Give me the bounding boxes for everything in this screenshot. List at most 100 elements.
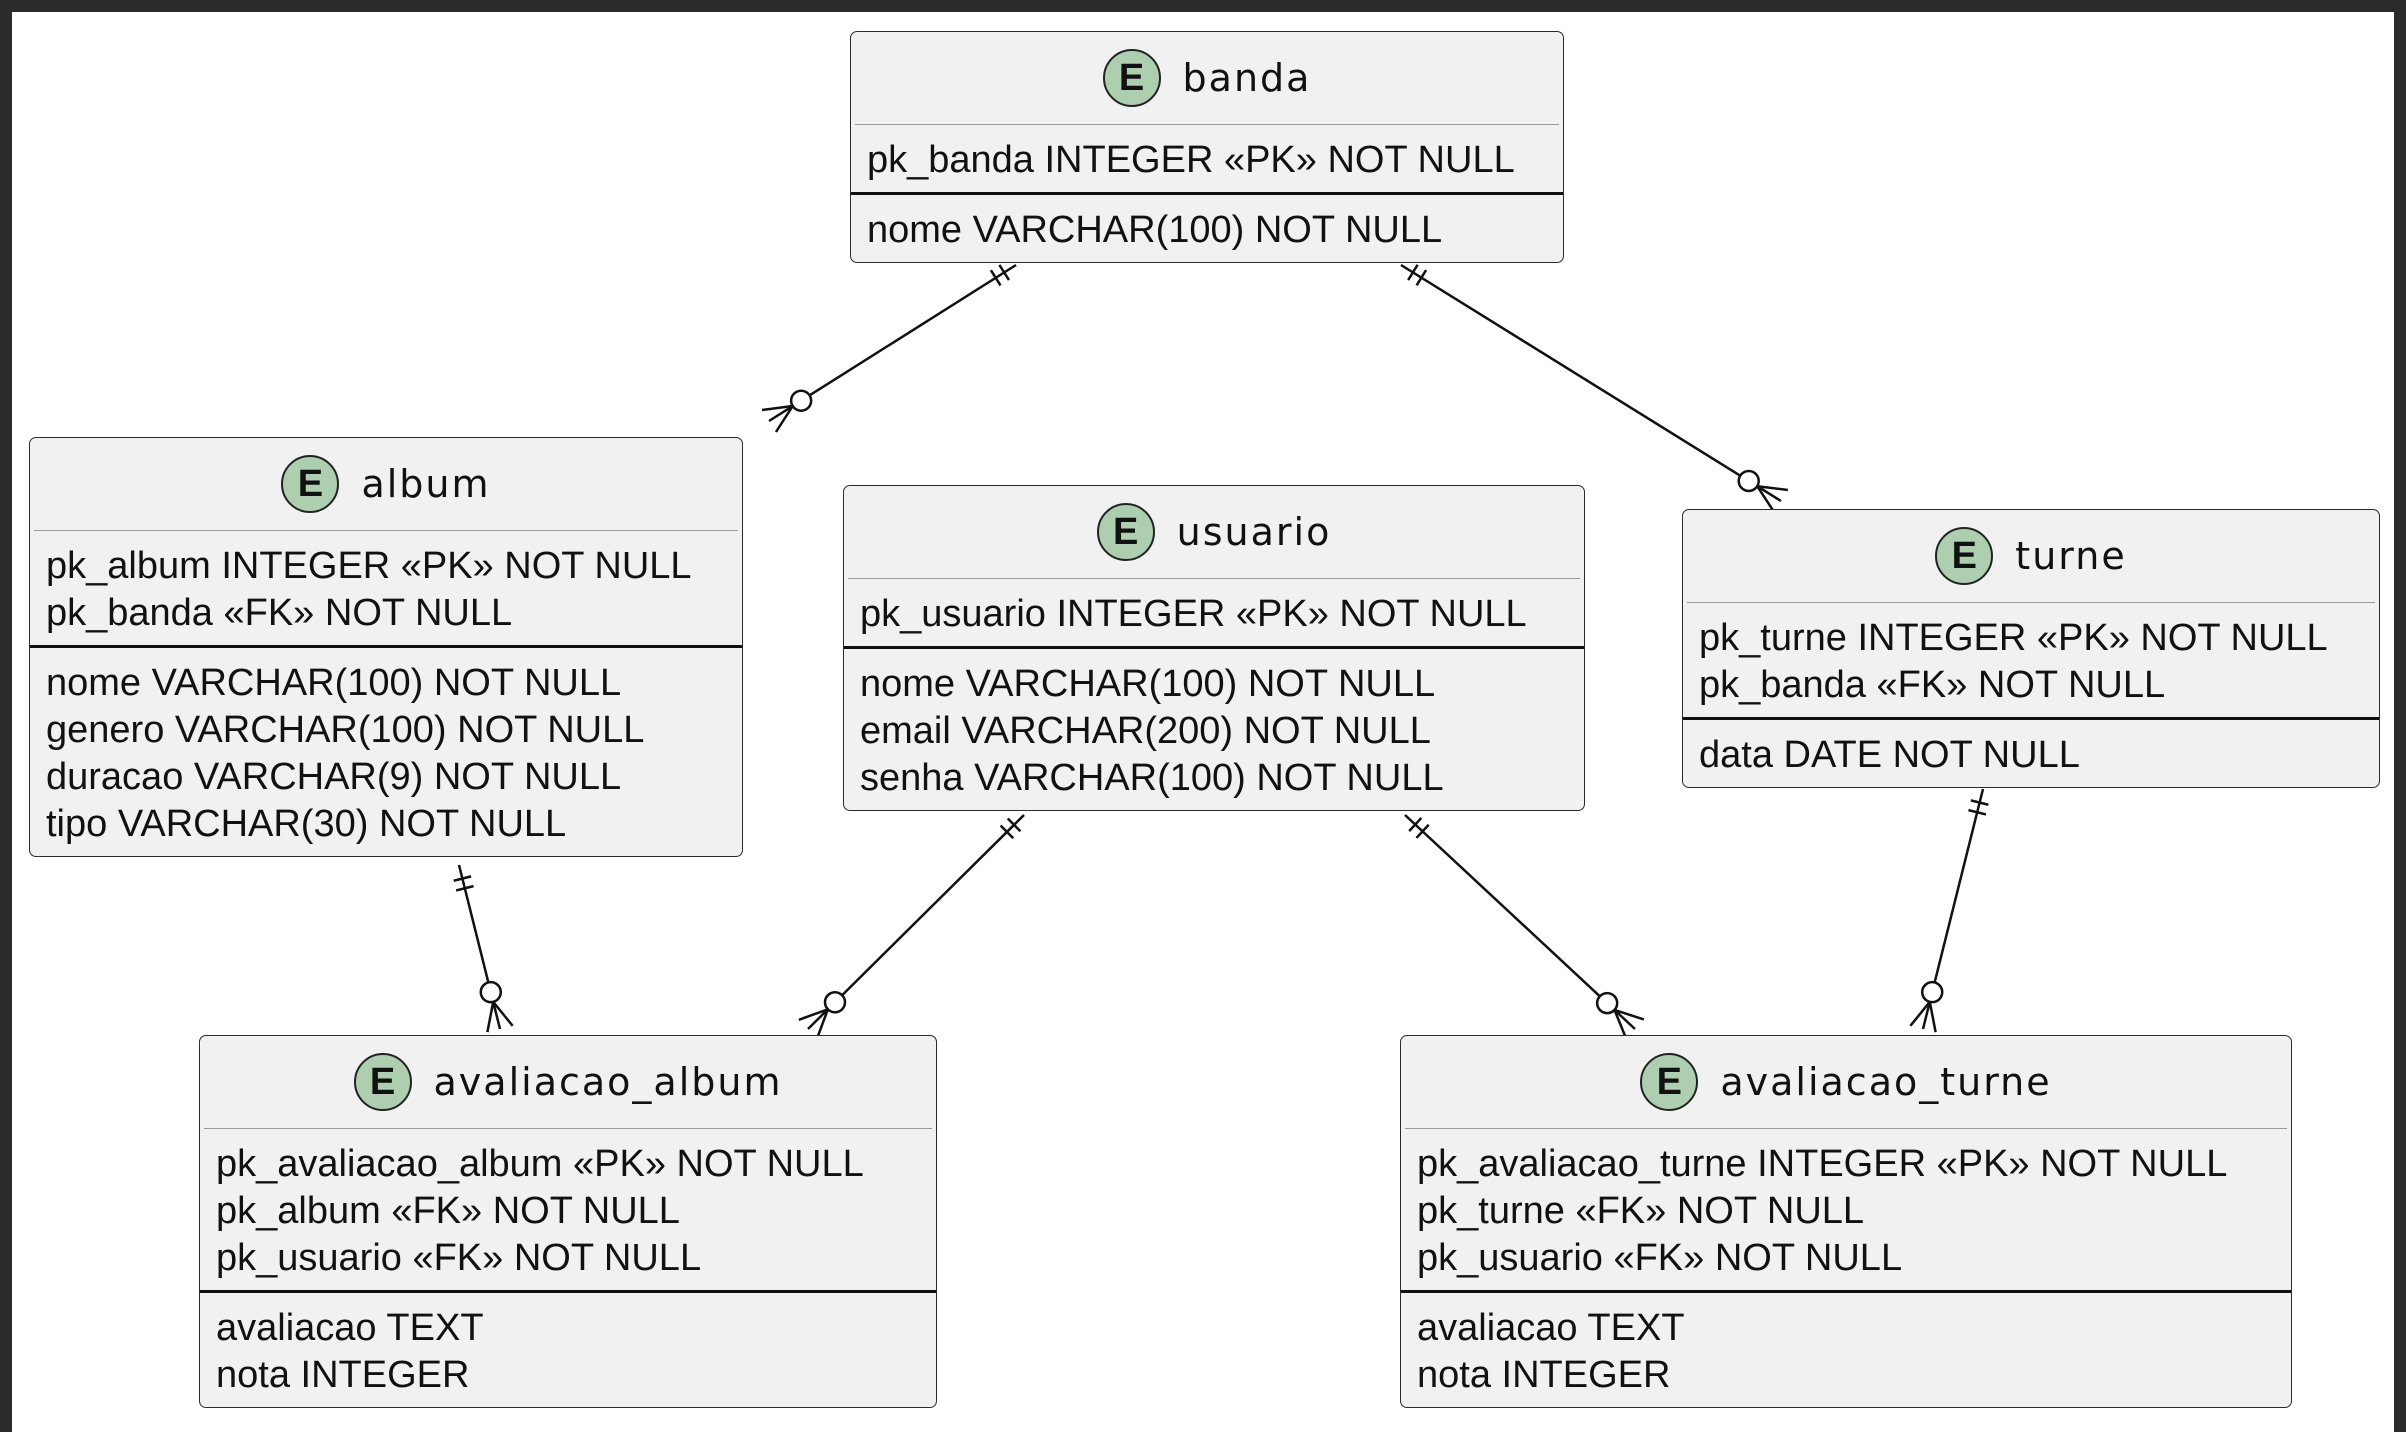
key-section: pk_album INTEGER «PK» NOT NULL pk_banda …: [34, 530, 738, 645]
cardinality-one-bar: [1968, 808, 1987, 816]
key-row: pk_usuario «FK» NOT NULL: [1417, 1237, 1903, 1279]
entity-header: E turne: [1683, 510, 2379, 602]
attribute-row: data DATE NOT NULL: [1699, 734, 2080, 776]
cardinality-many-prong: [1756, 485, 1776, 513]
attribute-row: genero VARCHAR(100) NOT NULL: [46, 709, 645, 751]
attribute-section: data DATE NOT NULL: [1683, 717, 2379, 787]
key-row: pk_usuario INTEGER «PK» NOT NULL: [860, 593, 1527, 635]
cardinality-one-bar: [453, 875, 472, 882]
key-row: pk_banda «FK» NOT NULL: [46, 592, 513, 634]
cardinality-one-bar: [998, 264, 1011, 281]
cardinality-one-bar: [1408, 817, 1423, 832]
entity-album[interactable]: E album pk_album INTEGER «PK» NOT NULL p…: [29, 437, 743, 857]
cardinality-many-stem: [1613, 1009, 1636, 1030]
cardinality-many-prong: [815, 1008, 830, 1039]
entity-icon: E: [353, 1053, 412, 1111]
entity-header: E album: [30, 438, 742, 530]
cardinality-one-bar: [1415, 269, 1428, 286]
key-section: pk_avaliacao_album «PK» NOT NULL pk_albu…: [204, 1128, 932, 1290]
cardinality-one-bar: [999, 824, 1015, 840]
attribute-section: avaliacao TEXT nota INTEGER: [1401, 1290, 2291, 1407]
attribute-row: email VARCHAR(200) NOT NULL: [860, 710, 1431, 752]
attribute-row: avaliacao TEXT: [1417, 1307, 1685, 1349]
entity-icon: E: [281, 455, 340, 513]
attribute-row: tipo VARCHAR(30) NOT NULL: [46, 803, 567, 845]
key-row: pk_banda INTEGER «PK» NOT NULL: [867, 139, 1515, 181]
key-row: pk_turne «FK» NOT NULL: [1417, 1190, 1865, 1232]
entity-title: avaliacao_turne: [1720, 1060, 2052, 1104]
attribute-row: avaliacao TEXT: [216, 1307, 484, 1349]
cardinality-one-bar: [1415, 823, 1430, 839]
entity-avaliacao-album[interactable]: E avaliacao_album pk_avaliacao_album «PK…: [199, 1035, 937, 1408]
key-row: pk_banda «FK» NOT NULL: [1699, 664, 2166, 706]
entity-banda[interactable]: E banda pk_banda INTEGER «PK» NOT NULL n…: [850, 31, 1564, 263]
cardinality-zero-circle: [1595, 991, 1619, 1015]
cardinality-many-stem: [768, 404, 794, 423]
cardinality-many-prong: [486, 1001, 495, 1033]
cardinality-one-bar: [1970, 799, 1989, 806]
entity-title: avaliacao_album: [433, 1060, 783, 1104]
entity-icon: E: [1640, 1053, 1699, 1111]
entity-icon: E: [1935, 527, 1994, 585]
key-section: pk_avaliacao_turne INTEGER «PK» NOT NULL…: [1405, 1128, 2287, 1290]
attribute-section: nome VARCHAR(100) NOT NULL: [851, 192, 1563, 262]
cardinality-one-bar: [989, 269, 1002, 287]
attribute-section: avaliacao TEXT nota INTEGER: [200, 1290, 936, 1407]
relationship-usuario-avaliacao_turne: [1404, 814, 1645, 1039]
cardinality-many-prong: [774, 405, 794, 433]
entity-title: album: [361, 462, 491, 506]
cardinality-many-stem: [1921, 1001, 1932, 1030]
cardinality-many-prong: [1613, 1009, 1628, 1039]
attribute-row: nota INTEGER: [1417, 1354, 1671, 1396]
entity-icon: E: [1096, 503, 1155, 561]
key-row: pk_usuario «FK» NOT NULL: [216, 1237, 702, 1279]
relationship-line: [841, 814, 1025, 997]
key-section: pk_banda INTEGER «PK» NOT NULL: [855, 124, 1559, 192]
cardinality-one-bar: [455, 884, 474, 892]
cardinality-many-prong: [798, 1008, 829, 1021]
cardinality-many-prong: [1757, 484, 1789, 492]
cardinality-many-prong: [492, 1001, 514, 1027]
attribute-row: nota INTEGER: [216, 1354, 470, 1396]
cardinality-many-stem: [491, 1001, 502, 1030]
entity-header: E usuario: [844, 486, 1584, 578]
entity-avaliacao-turne[interactable]: E avaliacao_turne pk_avaliacao_turne INT…: [1400, 1035, 2292, 1408]
entity-header: E banda: [851, 32, 1563, 124]
cardinality-zero-circle: [823, 991, 847, 1014]
attribute-section: nome VARCHAR(100) NOT NULL email VARCHAR…: [844, 646, 1584, 810]
cardinality-many-prong: [1909, 1001, 1931, 1027]
cardinality-many-stem: [1756, 485, 1782, 503]
cardinality-one-bar: [1407, 264, 1419, 281]
entity-usuario[interactable]: E usuario pk_usuario INTEGER «PK» NOT NU…: [843, 485, 1585, 811]
key-section: pk_turne INTEGER «PK» NOT NULL pk_banda …: [1687, 602, 2375, 717]
attribute-row: senha VARCHAR(100) NOT NULL: [860, 757, 1444, 799]
entity-title: banda: [1182, 56, 1312, 100]
attribute-section: nome VARCHAR(100) NOT NULL genero VARCHA…: [30, 645, 742, 856]
entity-turne[interactable]: E turne pk_turne INTEGER «PK» NOT NULL p…: [1682, 509, 2380, 788]
key-row: pk_avaliacao_turne INTEGER «PK» NOT NULL: [1417, 1143, 2228, 1185]
key-row: pk_album «FK» NOT NULL: [216, 1190, 680, 1232]
entity-title: usuario: [1176, 510, 1332, 554]
entity-icon: E: [1102, 49, 1161, 107]
relationship-layer: [453, 263, 1989, 1039]
cardinality-zero-circle: [789, 389, 813, 412]
relationship-usuario-avaliacao_album: [798, 814, 1025, 1039]
relationship-line: [1933, 788, 1985, 983]
entity-header: E avaliacao_album: [200, 1036, 936, 1128]
key-row: pk_avaliacao_album «PK» NOT NULL: [216, 1143, 864, 1185]
relationship-line: [808, 263, 1017, 397]
cardinality-many-stem: [807, 1008, 829, 1030]
cardinality-many-prong: [1928, 1001, 1937, 1033]
cardinality-zero-circle: [1920, 980, 1944, 1004]
key-section: pk_usuario INTEGER «PK» NOT NULL: [848, 578, 1580, 646]
cardinality-many-prong: [761, 404, 793, 412]
key-row: pk_turne INTEGER «PK» NOT NULL: [1699, 617, 2328, 659]
attribute-row: nome VARCHAR(100) NOT NULL: [867, 209, 1443, 251]
relationship-album-avaliacao_album: [453, 864, 514, 1033]
attribute-row: duracao VARCHAR(9) NOT NULL: [46, 756, 622, 798]
diagram-canvas: E banda pk_banda INTEGER «PK» NOT NULL n…: [12, 12, 2394, 1432]
attribute-row: nome VARCHAR(100) NOT NULL: [46, 662, 622, 704]
entity-header: E avaliacao_turne: [1401, 1036, 2291, 1128]
entity-title: turne: [2015, 534, 2127, 578]
cardinality-many-prong: [1614, 1008, 1645, 1021]
